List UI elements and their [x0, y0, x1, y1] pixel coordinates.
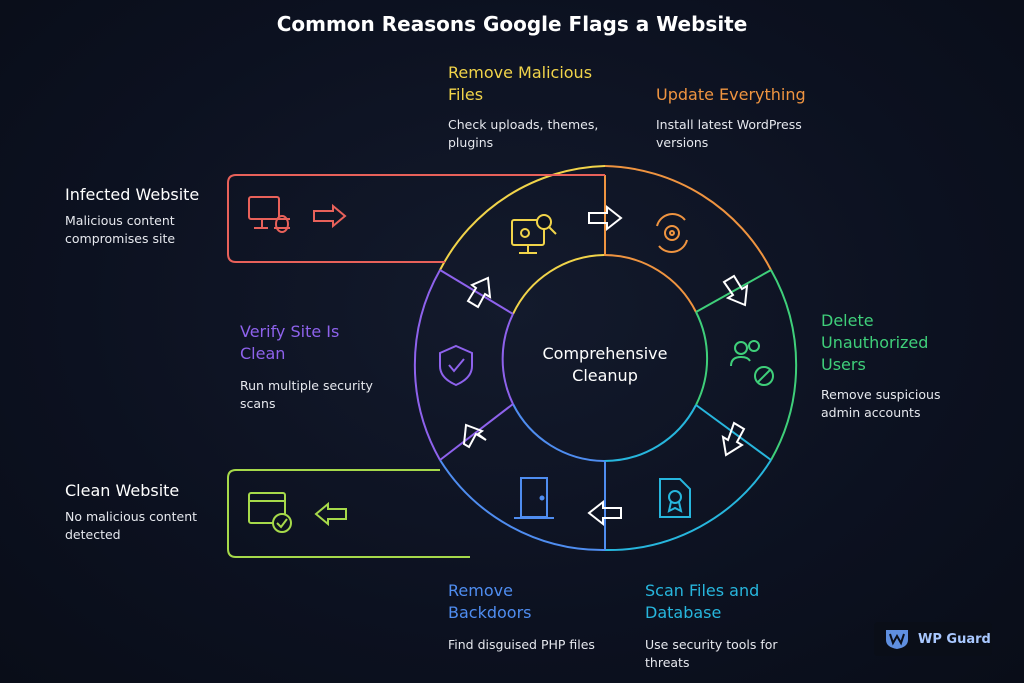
clean-desc-line2: detected: [65, 527, 121, 542]
update-desc-line1: Install latest WordPress: [656, 117, 802, 132]
wp-guard-logo: WP Guard: [874, 622, 992, 656]
ring-arrow-bottom: [587, 499, 622, 527]
infected-desc-line1: Malicious content: [65, 213, 175, 228]
step-update: Update Everything Install latest WordPre…: [656, 84, 806, 152]
clean-title: Clean Website: [65, 481, 180, 500]
wp-guard-shield-icon: [886, 630, 908, 649]
delete-users-desc-line2: admin accounts: [821, 405, 921, 420]
gear-refresh-icon: [656, 213, 688, 253]
ring-arrow-top: [588, 204, 623, 232]
remove-files-title-line2: Files: [448, 85, 484, 104]
scan-desc-line2: threats: [645, 655, 690, 670]
infected-desc-line2: compromises site: [65, 231, 176, 246]
users-block-icon: [730, 340, 774, 386]
backdoors-desc-line1: Find disguised PHP files: [448, 637, 595, 652]
center-label-line1: Comprehensive: [542, 344, 668, 363]
door-icon: [514, 477, 554, 519]
arc-remove-files: [439, 165, 606, 271]
infected-title: Infected Website: [65, 185, 200, 204]
step-delete-users: Delete Unauthorized Users Remove suspici…: [821, 310, 940, 422]
arrow-right-icon: [313, 203, 347, 229]
arrow-left-icon: [314, 501, 347, 527]
arc-verify: [413, 269, 441, 461]
update-title: Update Everything: [656, 85, 806, 104]
shield-check-icon: [439, 344, 473, 387]
backdoors-title-line1: Remove: [448, 581, 513, 600]
verify-title-line1: Verify Site Is: [240, 322, 340, 341]
ring-arrow-right-top: [722, 274, 749, 307]
delete-users-desc-line1: Remove suspicious: [821, 387, 941, 402]
arc-backdoors: [439, 459, 606, 552]
certificate-icon: [659, 478, 691, 518]
wp-guard-logo-text: WP Guard: [918, 631, 991, 647]
step-remove-files: Remove Malicious Files Check uploads, th…: [448, 62, 598, 152]
clean-website-block: Clean Website No malicious content detec…: [65, 480, 197, 544]
update-desc-line2: versions: [656, 135, 709, 150]
delete-users-title-line2: Unauthorized: [821, 333, 929, 352]
delete-users-title-line3: Users: [821, 355, 866, 374]
browser-check-icon: [248, 492, 292, 533]
bug-search-icon: [511, 214, 557, 254]
remove-files-desc-line2: plugins: [448, 135, 494, 150]
backdoors-title-line2: Backdoors: [448, 603, 532, 622]
ring-arrow-right-bottom: [721, 421, 746, 457]
arc-delete-users: [770, 269, 798, 461]
scan-desc-line1: Use security tools for: [645, 637, 778, 652]
clean-box: [227, 469, 470, 558]
scan-title-line2: Database: [645, 603, 722, 622]
infected-website-block: Infected Website Malicious content compr…: [65, 184, 199, 248]
arc-update: [604, 165, 772, 271]
ring-arrow-left-top: [466, 276, 492, 309]
center-label-line2: Cleanup: [572, 366, 638, 385]
verify-desc-line1: Run multiple security: [240, 378, 373, 393]
remove-files-desc-line1: Check uploads, themes,: [448, 117, 599, 132]
arc-scan: [604, 459, 772, 552]
monitor-bug-icon: [248, 196, 290, 233]
ring-arrow-left-bottom: [462, 423, 487, 449]
infected-box: [227, 174, 605, 263]
verify-desc-line2: scans: [240, 396, 276, 411]
clean-desc-line1: No malicious content: [65, 509, 198, 524]
delete-users-title-line1: Delete: [821, 311, 874, 330]
verify-title-line2: Clean: [240, 344, 286, 363]
page-title: Common Reasons Google Flags a Website: [276, 12, 748, 36]
step-backdoors: Remove Backdoors Find disguised PHP file…: [448, 580, 595, 654]
remove-files-title-line1: Remove Malicious: [448, 63, 593, 82]
center-label: Comprehensive Cleanup: [510, 343, 700, 387]
scan-title-line1: Scan Files and: [645, 581, 760, 600]
step-verify: Verify Site Is Clean Run multiple securi…: [240, 321, 373, 413]
step-scan: Scan Files and Database Use security too…: [645, 580, 778, 672]
